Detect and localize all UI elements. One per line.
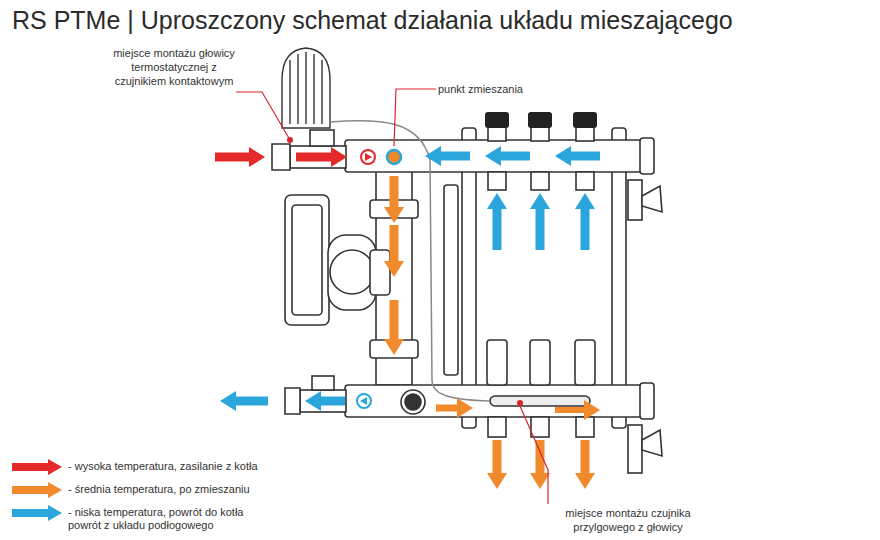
- legend-swatch: [12, 459, 62, 475]
- manifold-body: [640, 383, 654, 419]
- leader-dots: [287, 137, 523, 406]
- flow-arrows: [390, 176, 399, 208]
- flow-arrows: [536, 208, 545, 250]
- flow-arrows: [215, 156, 600, 474]
- manifold-body: [612, 128, 626, 428]
- flow-arrows: [500, 152, 530, 161]
- flow-markers: [357, 150, 401, 408]
- flow-markers: [365, 153, 372, 161]
- legend-swatch: [12, 459, 62, 475]
- valve-caps: [528, 112, 552, 128]
- manifold-body: [576, 417, 594, 437]
- manifold-body: [531, 172, 549, 190]
- flow-markers: [360, 397, 367, 405]
- callout-label: punkt zmieszania: [438, 82, 548, 96]
- manifold-body: [628, 180, 642, 220]
- legend-row: - wysoka temperatura, zasilanie z kotła: [12, 460, 268, 475]
- manifold-body: [290, 146, 346, 168]
- manifold-body: [345, 385, 650, 417]
- manifold-body: [401, 390, 425, 414]
- legend-row: - średnia temperatura, po zmieszaniu: [12, 483, 268, 498]
- manifold-body: [462, 128, 476, 428]
- callout-label: miejsce montażu czujnika przylgowego z g…: [552, 506, 704, 534]
- manifold-body: [310, 130, 334, 146]
- legend-swatch: [12, 482, 62, 498]
- leader-lines: [520, 406, 548, 504]
- thermostatic-head: [289, 60, 290, 124]
- legend-swatch: [12, 505, 62, 521]
- manifold-body: [488, 172, 506, 190]
- flow-arrows: [390, 300, 399, 340]
- flow-arrows: [493, 440, 502, 474]
- flow-arrows: [296, 153, 332, 162]
- manifold-body: [575, 340, 595, 385]
- manifold-body: [530, 340, 550, 385]
- manifold-body: [272, 144, 290, 170]
- flow-arrows: [440, 152, 470, 161]
- thermostatic-head: [305, 52, 306, 124]
- manifold-body: [345, 140, 650, 172]
- flow-arrows: [390, 225, 399, 262]
- flow-arrows: [581, 208, 590, 250]
- valve-caps: [485, 112, 597, 128]
- flow-arrows: [235, 397, 268, 406]
- leader-dots: [517, 400, 523, 406]
- legend-text: - niska temperatura, powrót do kotła pow…: [68, 506, 268, 532]
- thermostatic-head: [282, 48, 330, 128]
- manifold-body: [330, 250, 374, 294]
- thermostatic-head: [321, 60, 322, 124]
- legend-text: - średnia temperatura, po zmieszaniu: [68, 483, 268, 496]
- flow-markers: [361, 150, 375, 164]
- valve-caps: [485, 112, 509, 128]
- manifold-body: [312, 376, 334, 390]
- thermostatic-head: [297, 54, 298, 124]
- manifold-body: [642, 430, 662, 456]
- flow-arrows: [555, 407, 585, 413]
- manifold-body: [444, 185, 458, 375]
- thermostatic-head: [313, 54, 314, 124]
- manifold-body: [370, 250, 390, 295]
- manifold-body: [628, 425, 642, 473]
- legend-row: - niska temperatura, powrót do kotła pow…: [12, 506, 268, 532]
- manifold-body: [370, 340, 418, 358]
- flow-arrows: [493, 208, 502, 250]
- valve-caps: [573, 112, 597, 128]
- manifold-body: [531, 417, 549, 437]
- flow-markers: [357, 394, 371, 408]
- thermostatic-head: [282, 48, 330, 128]
- leader-lines: [236, 92, 290, 140]
- manifold-body: [285, 195, 329, 325]
- flow-arrows: [436, 405, 458, 412]
- diagram-title: RS PTMe | Uproszczony schemat działania …: [12, 6, 733, 35]
- flow-arrows: [581, 440, 590, 474]
- leader-lines: [394, 89, 436, 146]
- manifold-body: [300, 390, 346, 412]
- manifold-body: [576, 172, 594, 190]
- flow-markers: [387, 150, 401, 164]
- flow-arrows: [215, 153, 250, 162]
- flow-arrows: [570, 152, 600, 161]
- manifold-body: [405, 394, 421, 410]
- leader-lines: [236, 89, 548, 504]
- manifold-body: [640, 138, 654, 174]
- legend-text: - wysoka temperatura, zasilanie z kotła: [68, 460, 268, 473]
- manifold-body: [292, 205, 322, 315]
- manifold-body: [328, 235, 376, 310]
- leader-dots: [287, 137, 293, 143]
- legend-swatch: [12, 505, 62, 521]
- manifold-body: [272, 125, 662, 473]
- capillary-wire: [330, 121, 490, 401]
- manifold-body: [490, 396, 590, 406]
- legend-swatch: [12, 482, 62, 498]
- manifold-body: [487, 340, 507, 385]
- manifold-body: [642, 186, 662, 212]
- flow-arrows: [320, 397, 345, 406]
- manifold-body: [285, 388, 300, 414]
- callout-label: miejsce montażu głowicy termostatycznej …: [112, 46, 236, 88]
- manifold-body: [488, 417, 506, 437]
